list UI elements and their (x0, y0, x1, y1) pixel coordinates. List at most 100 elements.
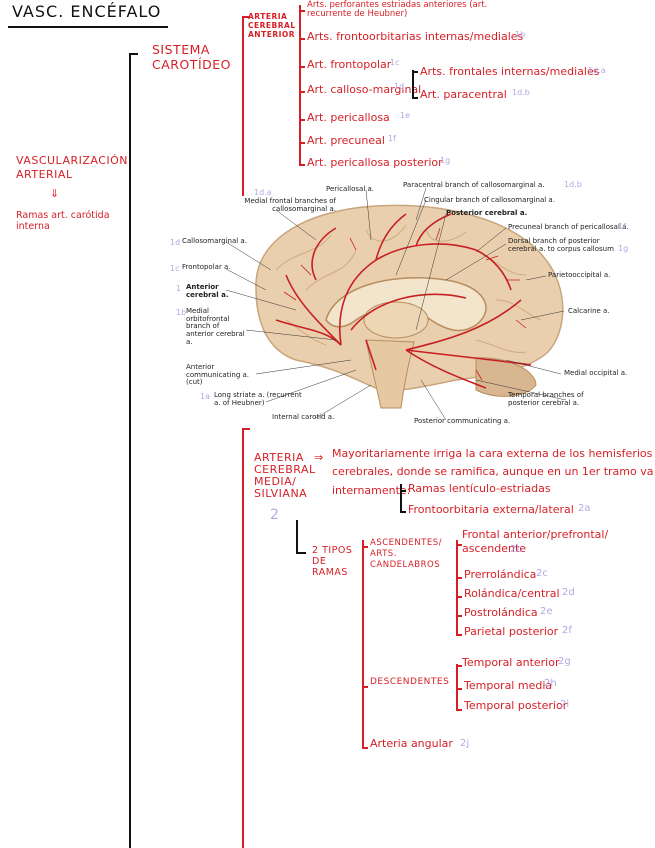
callosomarginal-bracket (412, 70, 414, 98)
aca-branch-7-num: 1g (440, 156, 451, 165)
mca-description-1: Mayoritariamente irriga la cara externa … (332, 447, 653, 460)
aca-branch-5: Art. pericallosa (307, 111, 390, 124)
angular-artery: Arteria angular (370, 737, 453, 750)
aca-bracket (299, 5, 301, 165)
label-anterior-cerebral-num: 1 (176, 284, 182, 293)
label-medial-frontal-num: 1d.a (254, 188, 272, 197)
descending-1-tick (456, 665, 462, 667)
mca-description-3: internamente: (332, 484, 411, 497)
ascending-tick (362, 546, 368, 548)
label-callosomarginal-num: 1d (170, 238, 181, 247)
aca-branch-7: Art. pericallosa posterior (307, 156, 443, 169)
aca-label: ARTERIA CEREBRAL ANTERIOR (248, 12, 296, 39)
aca-branch-4-num: 1d (394, 82, 405, 91)
label-medial-occipital: Medial occipital a. (564, 369, 628, 377)
label-dorsal-num: 1g (618, 244, 629, 253)
branch-types-bracket (362, 540, 364, 748)
ascending-4: Postrolándica (464, 606, 538, 619)
angular-artery-num: 2j (460, 738, 470, 749)
down-arrow: ⇓ (50, 187, 60, 200)
label-posterior-communicating: Posterior communicating a. (414, 417, 511, 425)
ascending-1-num: 2b (510, 544, 523, 555)
descending-3: Temporal posterior (464, 699, 568, 712)
aca-branch-5-num: 1e (400, 111, 411, 120)
page-title: VASC. ENCÉFALO (12, 2, 162, 21)
label-callosomarginal: Callosomarginal a. (182, 237, 247, 245)
label-anterior-communicating: Anterior communicating a. (cut) (186, 363, 250, 387)
label-precuneal-num: 1f (618, 222, 626, 231)
brain-medial-view-figure: Medial frontal branches of callosomargin… (170, 180, 629, 430)
descending-label: DESCENDENTES (370, 677, 450, 687)
mca-arrow: ⇒ (314, 451, 324, 464)
aca-branch-3: Art. frontopolar (307, 58, 392, 71)
descending-1-num: 2g (558, 656, 571, 667)
ascending-label: ASCENDENTES/ arts. candelabros (370, 538, 442, 570)
ascending-3-num: 2d (562, 587, 575, 598)
label-temporal-branches: Temporal branches of posterior cerebral … (508, 391, 584, 407)
label-paracentral-num: 1d.b (564, 180, 582, 189)
label-frontopolar: Frontopolar a. (182, 263, 231, 271)
title-underline (8, 26, 168, 28)
callosomarginal-sub-2-num: 1d.b (512, 88, 530, 97)
ascending-2-num: 2c (536, 568, 548, 579)
aca-branch-3-tick (299, 66, 305, 68)
label-precuneal: Precuneal branch of pericallosal a. (508, 223, 629, 231)
aca-branch-1: Arts. perforantes estriadas anteriores (… (307, 0, 488, 19)
descending-bracket (456, 664, 458, 710)
brain-illustration (225, 187, 567, 421)
aca-branch-7-tick (299, 164, 305, 166)
mca-bracket-top (242, 428, 250, 430)
carotid-system-label: SISTEMA CAROTÍDEO (152, 42, 231, 72)
aca-branch-4-tick (299, 91, 305, 93)
callosomarginal-sub-2: Art. paracentral (420, 88, 507, 101)
label-medial-frontal: Medial frontal branches of callosomargin… (244, 197, 336, 213)
label-parietooccipital: Parietooccipital a. (548, 271, 611, 279)
ascending-1: Frontal anterior/prefrontal/ ascendente (462, 528, 609, 555)
callosomarginal-sub-2-tick (412, 97, 418, 99)
aca-branch-5-tick (299, 119, 305, 121)
aca-branch-4: Art. calloso-marginal (307, 83, 422, 96)
mca-types-bracket (296, 520, 298, 552)
aca-branch-3-num: 1c (390, 58, 400, 67)
internal-carotid-branches: Ramas art. carótida interna (16, 210, 110, 232)
callosomarginal-sub-1-tick (412, 71, 418, 73)
aca-branch-2-tick (299, 38, 305, 40)
mca-internal-bracket (400, 484, 402, 512)
ascending-5: Parietal posterior (464, 625, 559, 638)
label-internal-carotid: Internal carotid a. (272, 413, 335, 421)
carotid-system-bracket-top (242, 16, 250, 18)
aca-branch-2-num: 1b (515, 30, 526, 39)
mca-label: ARTERIA CEREBRAL MEDIA/ SILVIANA (254, 451, 316, 500)
label-long-striate-num: 1a (200, 392, 210, 401)
two-branch-types: 2 tipos de ramas (312, 545, 353, 578)
label-medial-orbitofrontal: Medial orbitofrontal branch of anterior … (186, 307, 245, 346)
ascending-4-num: 2e (540, 606, 553, 617)
mca-internal-tick-2 (400, 511, 406, 513)
vascularization-heading: VASCULARIZACIÓN ARTERIAL (16, 154, 129, 181)
angular-tick (362, 747, 368, 749)
aca-branch-1-tick (299, 10, 305, 12)
label-pericallosal: Pericallosal a. (326, 185, 375, 193)
label-medial-orbitofrontal-num: 1b (176, 308, 187, 317)
aca-branch-6: Art. precuneal (307, 134, 385, 147)
descending-3-tick (456, 709, 462, 711)
main-bracket-line (129, 53, 131, 848)
ascending-bracket (456, 540, 458, 636)
label-long-striate: Long striate a. (recurrent a. of Heubner… (214, 391, 302, 407)
label-paracentral: Paracentral branch of callosomarginal a. (403, 181, 545, 189)
descending-tick (362, 686, 368, 688)
lenticulostriate-branches: Ramas lentículo-estriadas (408, 482, 551, 495)
frontoorbital-lateral-num: 2a (578, 503, 591, 514)
descending-3-num: 2i (560, 699, 570, 710)
mca-internal-tick-1 (400, 490, 406, 492)
label-frontopolar-num: 1c (170, 264, 180, 273)
descending-2-num: 2h (544, 678, 557, 689)
callosomarginal-sub-1-num: 1d.a (588, 66, 606, 75)
label-calcarine: Calcarine a. (568, 307, 610, 315)
ascending-3: Rolándica/central (464, 587, 560, 600)
label-dorsal: Dorsal branch of posterior cerebral a. t… (508, 237, 614, 253)
label-posterior-cerebral: Posterior cerebral a. (446, 209, 528, 217)
frontoorbital-lateral: Frontoorbitaria externa/lateral (408, 503, 574, 516)
mca-types-tick (296, 552, 306, 554)
mca-num: 2 (270, 507, 279, 523)
